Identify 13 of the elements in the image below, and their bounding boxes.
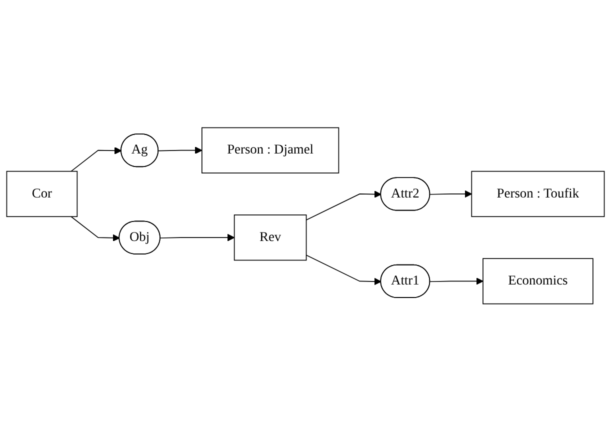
arrow [70,216,120,242]
arrow [430,190,472,198]
node-box: Economics [482,258,594,304]
arrow [430,278,484,286]
node-box: Cor [6,171,78,218]
arrow [160,234,235,242]
arrow [70,147,122,172]
node-box: Person : Djamel [202,128,340,174]
node-box: Person : Toufik [471,171,605,218]
node-box: Rev [234,214,307,261]
arrow [306,190,382,221]
arrow [306,254,382,286]
arrow [158,146,202,154]
